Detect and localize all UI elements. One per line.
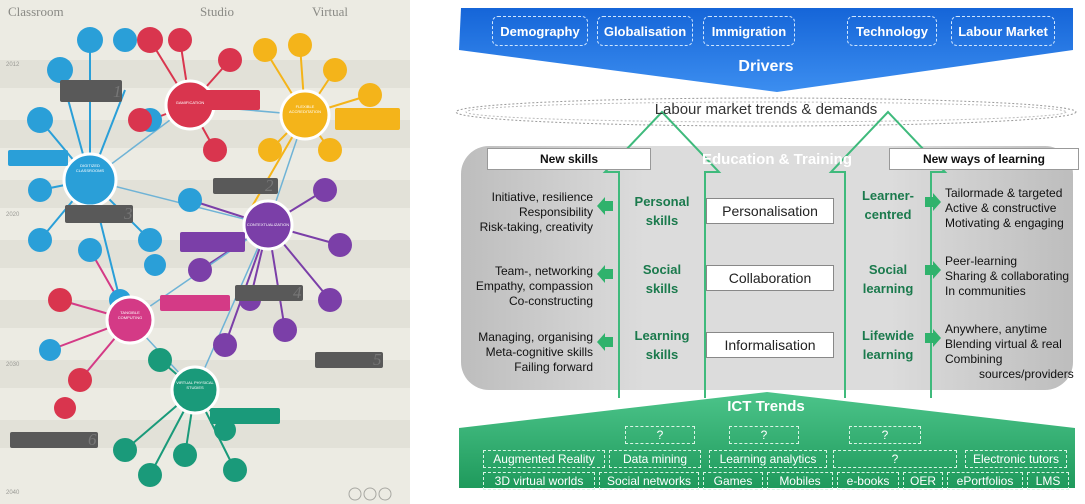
hub-label: DIGITIZED CLASSROOMS	[75, 163, 105, 173]
step-number: 2	[265, 176, 274, 195]
skill-line: Co-constructing	[508, 294, 593, 308]
ict-item: ePortfolios	[947, 472, 1023, 490]
driver-technology: Technology	[847, 16, 937, 46]
year-label: 2030	[6, 362, 20, 368]
ict-item: ?	[833, 450, 957, 468]
step-number: 4	[293, 283, 302, 302]
question-box: ?	[625, 426, 695, 444]
column-heading-classroom: Classroom	[8, 4, 64, 19]
hub-label: TANGIBLE COMPUTING	[117, 310, 143, 320]
ict-item: LMS	[1027, 472, 1069, 490]
hub-bubbles	[62, 79, 331, 415]
ict-trends-title: ICT Trends	[727, 398, 805, 415]
step-number: 3	[124, 204, 133, 223]
way-line: Anywhere, anytime	[945, 322, 1048, 336]
infographic-graph	[0, 27, 410, 501]
small-bubbles	[27, 27, 382, 487]
drivers-title: Drivers	[738, 58, 794, 75]
informalisation-box: Informalisation	[706, 332, 834, 358]
skill-line: Initiative, resilience	[491, 190, 593, 204]
education-training-title: Education & Training	[701, 151, 852, 168]
infographic-panel: Classroom Studio Virtual 2012 2020 2030 …	[0, 0, 410, 504]
year-label: 2040	[6, 490, 20, 496]
personalisation-box: Personalisation	[706, 198, 834, 224]
drivers-band	[459, 8, 1073, 92]
diagram-shapes	[455, 8, 1077, 488]
step-number: 1	[113, 82, 122, 101]
up-arrow-left	[602, 110, 722, 398]
step-number: 5	[373, 350, 382, 369]
driver-globalisation: Globalisation	[597, 16, 693, 46]
education-diagram: Demography Globalisation Immigration Tec…	[447, 0, 1085, 504]
driver-immigration: Immigration	[703, 16, 795, 46]
way-line: In communities	[945, 284, 1026, 298]
way-line: Motivating & engaging	[945, 216, 1064, 230]
skill-line: Team-, networking	[494, 264, 593, 278]
ict-item: Mobiles	[767, 472, 833, 490]
way-line: Active & constructive	[945, 201, 1057, 215]
learner-centred-label: Learner-centred	[861, 188, 915, 222]
way-line: Tailormade & targeted	[945, 186, 1063, 200]
ways-group: Anywhere, anytime Blending virtual & rea…	[945, 322, 1074, 382]
way-line: sources/providers	[979, 367, 1074, 381]
year-label: 2012	[6, 62, 20, 68]
ways-group: Peer-learning Sharing & collaborating In…	[945, 254, 1069, 299]
question-box: ?	[849, 426, 921, 444]
ict-item: Augmented Reality	[483, 450, 605, 468]
ict-item: Games	[703, 472, 763, 490]
up-arrow-right	[828, 110, 948, 398]
driver-labour-market: Labour Market	[951, 16, 1055, 46]
ict-item: Learning analytics	[709, 450, 827, 468]
small-green-arrows	[597, 193, 941, 351]
way-line: Sharing & collaborating	[945, 269, 1070, 283]
driver-demography: Demography	[492, 16, 588, 46]
ways-group: Tailormade & targeted Active & construct…	[945, 186, 1064, 231]
skill-line: Meta-cognitive skills	[485, 345, 593, 359]
new-ways-title: New ways of learning	[889, 148, 1079, 170]
ict-band	[459, 392, 1075, 488]
skill-line: Empathy, compassion	[475, 279, 593, 293]
page-nav-icons	[348, 487, 392, 501]
way-line: Peer-learning	[945, 254, 1018, 268]
question-box: ?	[729, 426, 799, 444]
column-heading-virtual: Virtual	[312, 4, 349, 19]
skills-group: Initiative, resilience Responsibility Ri…	[480, 190, 593, 235]
hub-label: VIRTUAL PHYSICAL STUDIES	[176, 380, 214, 390]
skill-line: Managing, organising	[478, 330, 593, 344]
ict-item: e-books	[837, 472, 899, 490]
collaboration-box: Collaboration	[706, 265, 834, 291]
way-line: Combining	[945, 352, 1003, 366]
ict-item: Electronic tutors	[965, 450, 1067, 468]
skills-group: Team-, networking Empathy, compassion Co…	[476, 264, 593, 309]
skill-line: Risk-taking, creativity	[479, 220, 593, 234]
hub-label: GAMIFICATION	[175, 100, 205, 105]
skill-line: Failing forward	[514, 360, 593, 374]
column-heading-studio: Studio	[200, 4, 234, 19]
step-number: 6	[88, 430, 97, 449]
hub-label: CONTEXTUALIZATION	[246, 222, 290, 227]
way-line: Blending virtual & real	[945, 337, 1062, 351]
skill-line: Responsibility	[518, 205, 593, 219]
labour-market-cloud	[455, 97, 1077, 127]
ict-item: OER	[903, 472, 943, 490]
skills-group: Managing, organising Meta-cognitive skil…	[478, 330, 593, 375]
hub-label: FLEXIBLE ACCREDITATION	[288, 104, 322, 114]
info-boxes	[8, 80, 400, 448]
new-skills-title: New skills	[487, 148, 651, 170]
year-label: 2020	[6, 212, 20, 218]
ict-item: 3D virtual worlds	[483, 472, 595, 490]
labour-market-title: Labour market trends & demands	[654, 101, 878, 118]
ict-item: Social networks	[599, 472, 699, 490]
ict-item: Data mining	[609, 450, 701, 468]
